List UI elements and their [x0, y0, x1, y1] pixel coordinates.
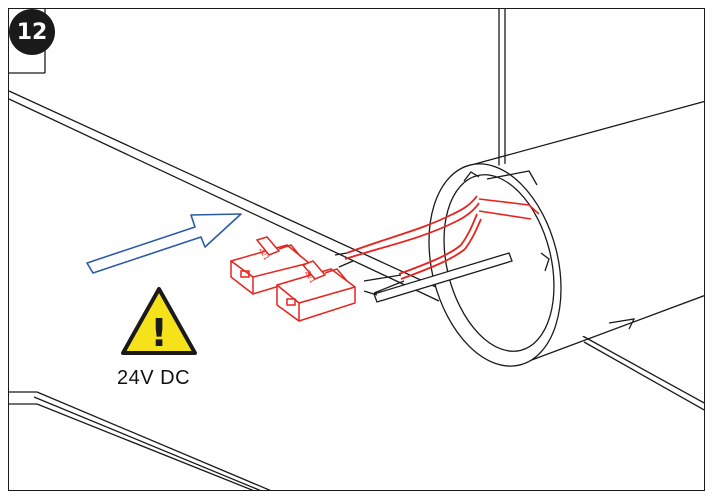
pipe-bottom-clip: [608, 318, 636, 330]
illustration-frame: 12: [8, 8, 705, 491]
voltage-label: 24V DC: [117, 367, 191, 389]
floor-line-diagonal-mid: [33, 396, 261, 490]
connector-2-body: [276, 268, 356, 322]
wire-lead-1: [363, 274, 402, 282]
floor-line-diagonal-a: [36, 391, 271, 490]
cable-sheath: [373, 252, 513, 303]
wire-tip-black-2: [338, 260, 354, 268]
pipe: [428, 100, 704, 367]
floor-line-right-top: [578, 333, 704, 404]
floor-line-diagonal-b: [36, 403, 254, 490]
red-wire-1: [346, 195, 478, 254]
red-wire-3: [398, 213, 478, 275]
pipe-rim-notch: [540, 252, 550, 272]
warning-triangle-icon: !: [121, 287, 197, 355]
cable: [334, 195, 540, 303]
red-wire-inside-pipe: [478, 198, 540, 215]
red-wire-2: [344, 202, 480, 260]
ceiling-lines: [9, 9, 704, 490]
pipe-bottom-edge: [528, 295, 704, 362]
red-wire-4: [400, 218, 482, 280]
pipe-inner-rib: [486, 170, 538, 186]
wire-tip-black: [334, 252, 348, 256]
insertion-direction-arrow-icon: [86, 213, 242, 274]
ceiling-edge-line-top: [9, 90, 450, 294]
connector-1-lever: [255, 236, 281, 256]
ceiling-edge-line-bottom: [9, 98, 440, 302]
connector-2-lever: [301, 260, 327, 280]
step-number-badge: 12: [9, 9, 55, 55]
step-number: 12: [16, 19, 48, 45]
red-wire-inside-pipe-2: [478, 210, 532, 220]
pipe-rim-tab: [463, 171, 480, 182]
pipe-top-edge: [463, 100, 704, 168]
warning-exclamation: !: [150, 311, 167, 355]
wire-lead-2: [373, 280, 405, 294]
warning-triangle-shape: [121, 287, 197, 355]
wago-connector-2: 221: [276, 260, 356, 322]
installation-diagram: 221 221 !: [9, 9, 704, 490]
floor-line-right-bottom: [583, 341, 704, 411]
